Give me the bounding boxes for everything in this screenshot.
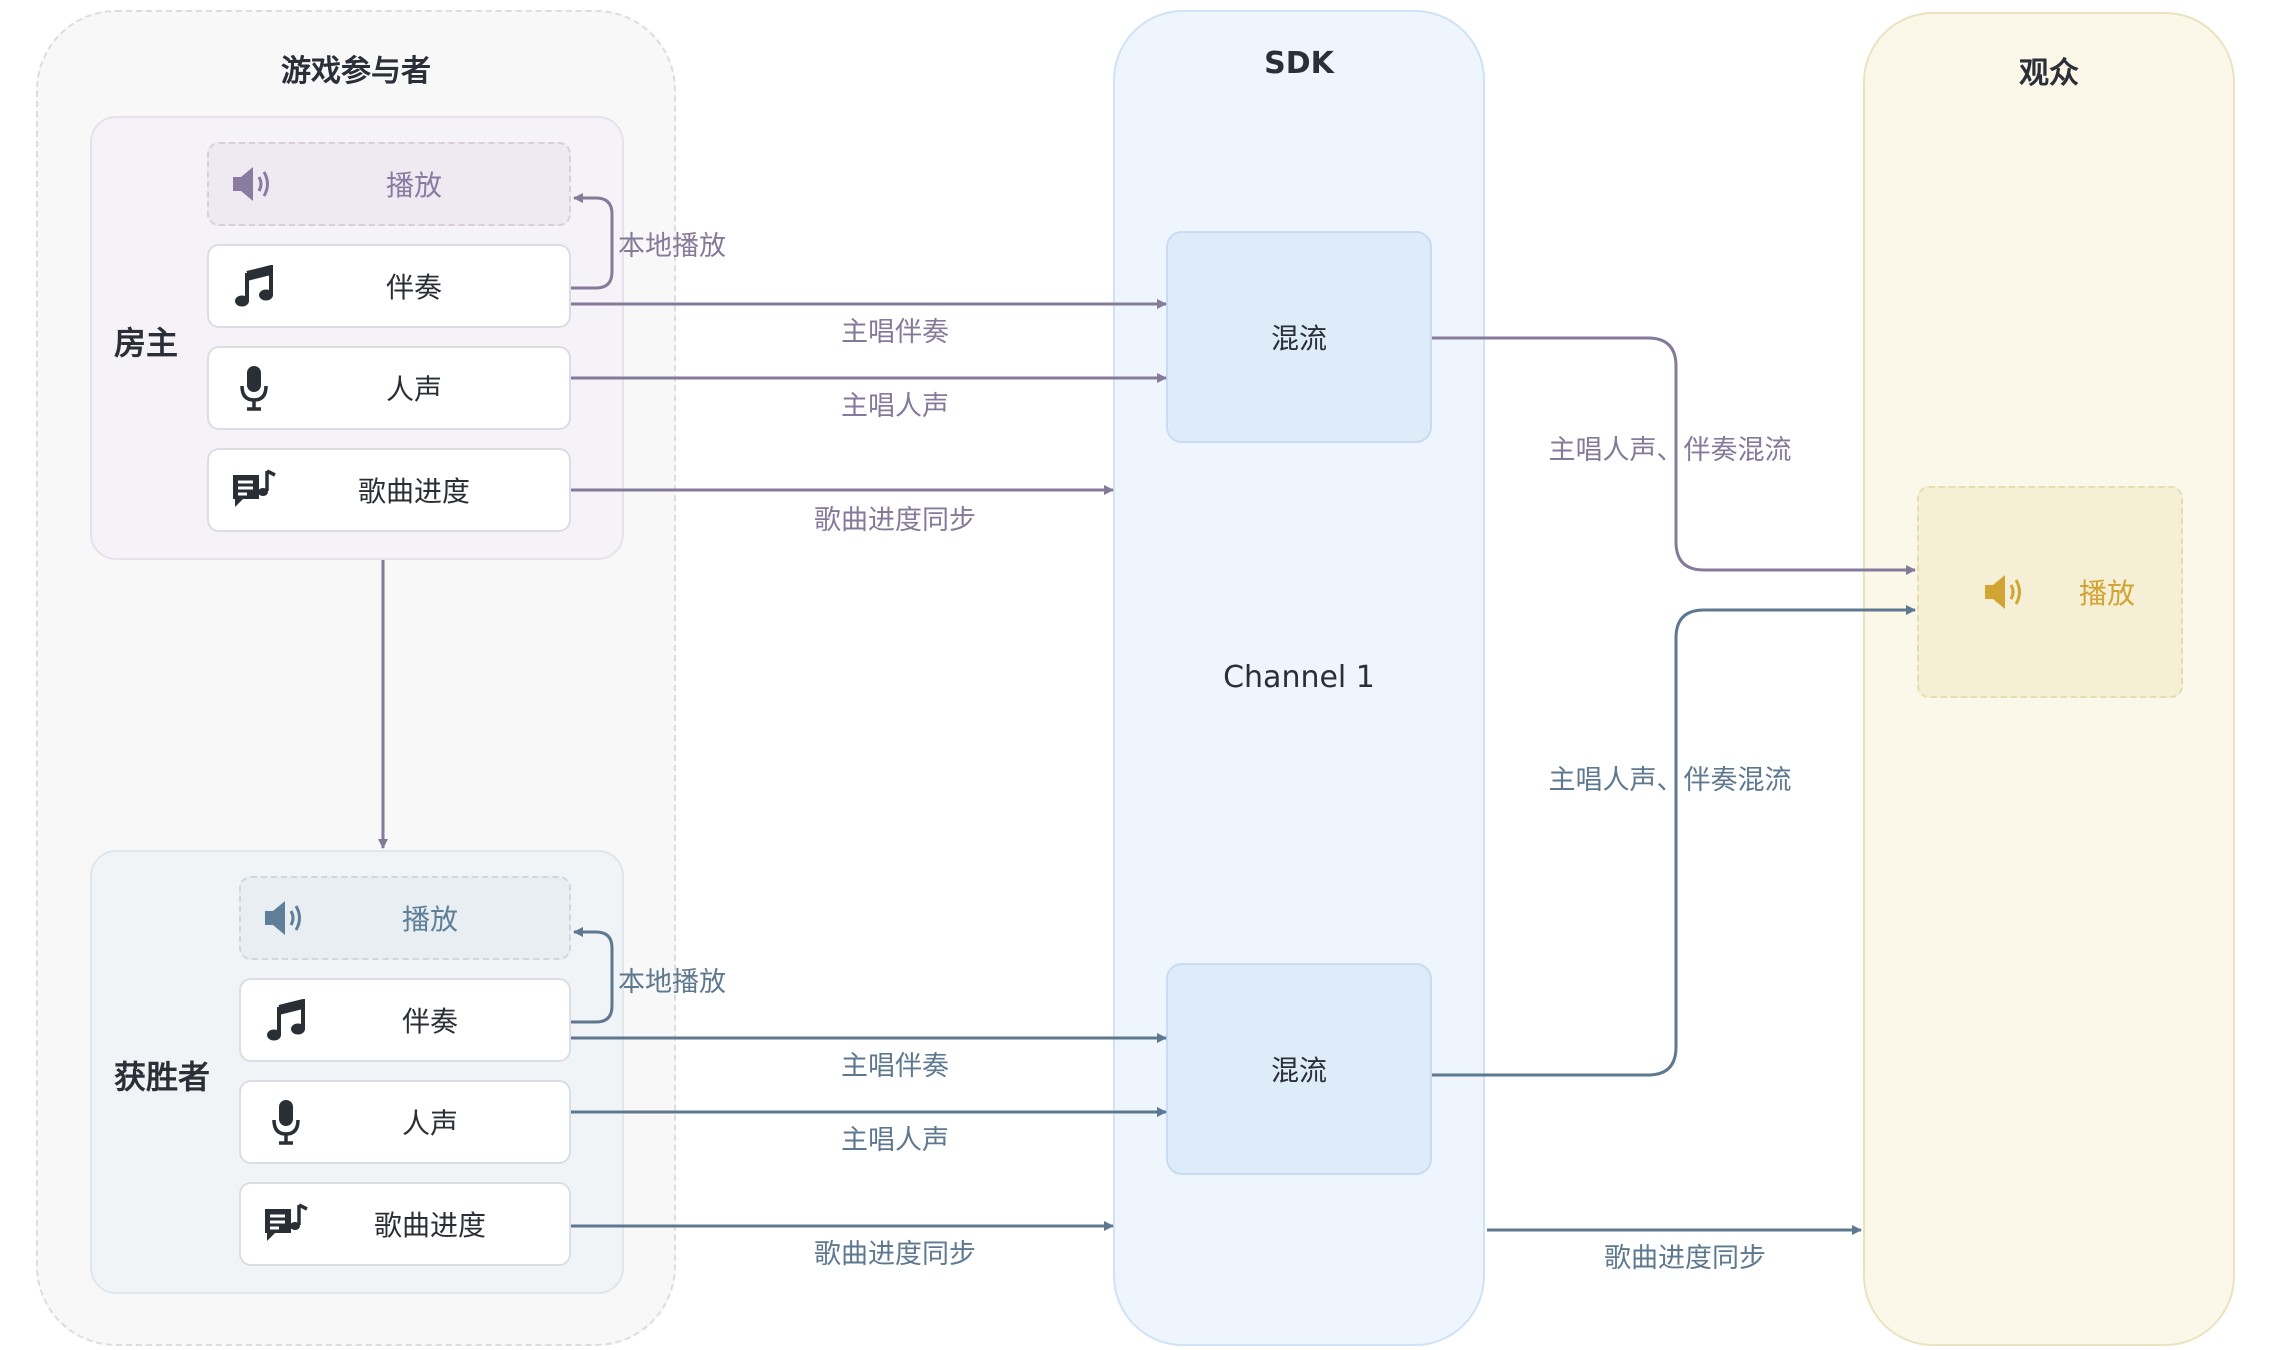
- winner-progress-item: 歌曲进度: [239, 1182, 571, 1266]
- winner-accompaniment-item: 伴奏: [239, 978, 571, 1062]
- mix-box-bottom: 混流: [1166, 963, 1432, 1175]
- host-playback-item: 播放: [207, 142, 571, 226]
- winner-vocals-item: 人声: [239, 1080, 571, 1164]
- winner-label: 获胜者: [114, 1058, 211, 1096]
- host-label: 房主: [114, 324, 179, 362]
- speaker-icon: [209, 164, 299, 204]
- host-local-play-label: 本地播放: [618, 231, 726, 262]
- sdk-title: SDK: [1264, 46, 1334, 81]
- host-progress-sync-label: 歌曲进度同步: [814, 505, 976, 536]
- lyrics-icon: [209, 469, 299, 511]
- audience-playback-label: 播放: [2079, 577, 2136, 610]
- mix-box-top: 混流: [1166, 231, 1432, 443]
- winner-playback-item: 播放: [239, 876, 571, 960]
- music-note-icon: [241, 999, 331, 1041]
- sdk-progress-sync-label: 歌曲进度同步: [1604, 1243, 1766, 1274]
- audience-playback-item: 播放: [1917, 486, 2183, 698]
- winner-playback-label: 播放: [401, 903, 458, 936]
- host-mix-out-label: 主唱人声、伴奏混流: [1548, 435, 1792, 466]
- host-accompaniment-label: 伴奏: [385, 271, 442, 304]
- microphone-icon: [209, 364, 299, 412]
- winner-progress-sync-label: 歌曲进度同步: [814, 1239, 976, 1270]
- host-playback-label: 播放: [385, 169, 442, 202]
- host-vocals-item: 人声: [207, 346, 571, 430]
- winner-mix-out-label: 主唱人声、伴奏混流: [1548, 765, 1792, 796]
- winner-local-play-label: 本地播放: [618, 967, 726, 998]
- audience-title: 观众: [2019, 56, 2079, 91]
- winner-lead-vocals-label: 主唱人声: [841, 1125, 949, 1156]
- lyrics-icon: [241, 1203, 331, 1245]
- host-local-play-edge: [571, 196, 614, 290]
- host-progress-label: 歌曲进度: [357, 475, 470, 508]
- channel-label: Channel 1: [1223, 660, 1375, 695]
- winner-local-play-edge: [571, 930, 614, 1024]
- speaker-icon: [241, 898, 331, 938]
- host-progress-item: 歌曲进度: [207, 448, 571, 532]
- speaker-icon: [1919, 572, 2049, 612]
- microphone-icon: [241, 1098, 331, 1146]
- host-lead-accompaniment-label: 主唱伴奏: [841, 317, 949, 348]
- host-accompaniment-item: 伴奏: [207, 244, 571, 328]
- host-lead-vocals-label: 主唱人声: [841, 391, 949, 422]
- host-mix-out-edge: [1432, 336, 1916, 575]
- winner-vocals-label: 人声: [401, 1107, 458, 1140]
- winner-progress-label: 歌曲进度: [373, 1209, 486, 1242]
- winner-mix-out-edge: [1432, 605, 1916, 1077]
- winner-accompaniment-label: 伴奏: [401, 1005, 458, 1038]
- winner-lead-accompaniment-label: 主唱伴奏: [841, 1051, 949, 1082]
- music-note-icon: [209, 265, 299, 307]
- participants-title: 游戏参与者: [281, 54, 431, 89]
- host-vocals-label: 人声: [385, 373, 442, 406]
